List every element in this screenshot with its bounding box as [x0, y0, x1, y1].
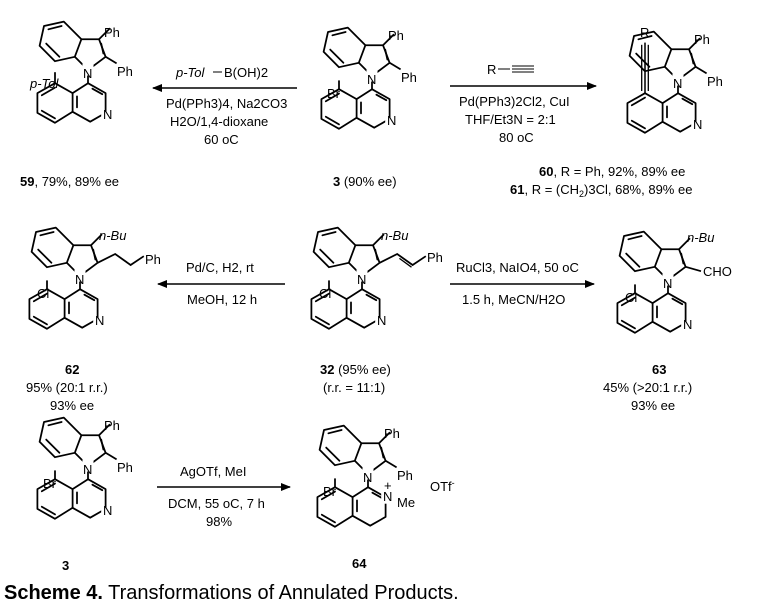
compound-3-top-label: 3 (90% ee)	[333, 174, 397, 189]
atom-Ph: Ph	[104, 25, 120, 40]
charge-plus: +	[384, 478, 392, 493]
svg-text:Pd(PPh3)4, Na2CO3: Pd(PPh3)4, Na2CO3	[166, 96, 287, 111]
atom-N-plus: N	[383, 489, 392, 504]
atom-Br: Br	[323, 484, 337, 499]
atom-Ph: Ph	[145, 252, 161, 267]
atom-Ph: Ph	[388, 28, 404, 43]
svg-text:p-Tol: p-Tol	[175, 65, 206, 80]
compound-62	[28, 226, 145, 330]
compound-60	[626, 30, 708, 134]
svg-text:H2O/1,4-dioxane: H2O/1,4-dioxane	[170, 114, 268, 129]
svg-text:AgOTf, MeI: AgOTf, MeI	[180, 464, 246, 479]
substituent-cho: CHO	[703, 264, 732, 279]
atom-N: N	[693, 117, 702, 132]
atom-N: N	[673, 76, 682, 91]
caption-text: Transformations of Annulated Products.	[108, 582, 459, 604]
atom-N: N	[683, 317, 692, 332]
svg-text:1.5 h, MeCN/H2O: 1.5 h, MeCN/H2O	[462, 292, 565, 307]
atom-Cl: Cl	[37, 286, 49, 301]
reaction-scheme: N N Ph Ph p-Tol p-Tol B(OH)2 Pd(PPh3)4, …	[20, 20, 732, 573]
atom-Br: Br	[43, 476, 57, 491]
compound-59-label: 59, 79%, 89% ee	[20, 174, 119, 189]
atom-N: N	[363, 470, 372, 485]
compound-63-ee: 93% ee	[631, 398, 675, 413]
conditions-60: R Pd(PPh3)2Cl2, CuI THF/Et3N = 2:1 80 oC	[459, 62, 570, 145]
substituent-n-bu: n-Bu	[687, 230, 714, 245]
atom-N: N	[377, 313, 386, 328]
scheme-caption: Scheme 4. Transformations of Annulated P…	[4, 582, 459, 605]
atom-Cl: Cl	[625, 290, 637, 305]
atom-N: N	[103, 503, 112, 518]
atom-N: N	[367, 72, 376, 87]
substituent-n-bu: n-Bu	[99, 228, 126, 243]
compound-63	[616, 230, 702, 334]
compound-3-bottom-label: 3	[62, 558, 69, 573]
svg-text:B(OH)2: B(OH)2	[224, 65, 268, 80]
compound-3-top	[320, 26, 402, 130]
svg-text:60 oC: 60 oC	[204, 132, 239, 147]
svg-text:Pd(PPh3)2Cl2, CuI: Pd(PPh3)2Cl2, CuI	[459, 94, 570, 109]
compound-62-ee: 93% ee	[50, 398, 94, 413]
compound-60-label: 60, R = Ph, 92%, 89% ee	[539, 164, 685, 179]
atom-Ph: Ph	[707, 74, 723, 89]
caption-label: Scheme 4.	[4, 582, 103, 604]
atom-Ph: Ph	[104, 418, 120, 433]
svg-text:R: R	[487, 62, 496, 77]
atom-Ph: Ph	[427, 250, 443, 265]
compound-32-label: 32 (95% ee)	[320, 362, 391, 377]
compound-32-rr: (r.r. = 11:1)	[323, 380, 385, 395]
counterion-otf: OTf-	[430, 478, 455, 494]
conditions-63: RuCl3, NaIO4, 50 oC 1.5 h, MeCN/H2O	[456, 260, 579, 307]
compound-3-bottom	[36, 416, 118, 520]
atom-N: N	[83, 462, 92, 477]
compound-63-yield: 45% (>20:1 r.r.)	[603, 380, 692, 395]
atom-Ph: Ph	[694, 32, 710, 47]
conditions-62: Pd/C, H2, rt MeOH, 12 h	[186, 260, 257, 307]
compound-32	[310, 226, 427, 330]
compound-62-label: 62	[65, 362, 79, 377]
atom-N: N	[95, 313, 104, 328]
atom-N: N	[83, 66, 92, 81]
compound-63-label: 63	[652, 362, 666, 377]
atom-Ph: Ph	[397, 468, 413, 483]
atom-N: N	[75, 272, 84, 287]
conditions-59: p-Tol B(OH)2 Pd(PPh3)4, Na2CO3 H2O/1,4-d…	[166, 65, 287, 147]
svg-text:80 oC: 80 oC	[499, 130, 534, 145]
svg-text:RuCl3, NaIO4, 50 oC: RuCl3, NaIO4, 50 oC	[456, 260, 579, 275]
compound-62-yield: 95% (20:1 r.r.)	[26, 380, 108, 395]
svg-text:THF/Et3N = 2:1: THF/Et3N = 2:1	[465, 112, 556, 127]
svg-text:98%: 98%	[206, 514, 232, 529]
substituent-n-bu: n-Bu	[381, 228, 408, 243]
atom-R: R	[640, 25, 649, 40]
svg-text:MeOH, 12 h: MeOH, 12 h	[187, 292, 257, 307]
atom-Cl: Cl	[319, 286, 331, 301]
conditions-64: AgOTf, MeI DCM, 55 oC, 7 h 98%	[168, 464, 265, 529]
substituent-methyl: Me	[397, 495, 415, 510]
atom-Ph: Ph	[384, 426, 400, 441]
compound-61-label: 61, R = (CH2)3Cl, 68%, 89% ee	[510, 182, 692, 199]
compound-64-label: 64	[352, 556, 367, 571]
atom-Ph: Ph	[401, 70, 417, 85]
atom-Br: Br	[327, 86, 341, 101]
atom-N: N	[103, 107, 112, 122]
svg-text:Pd/C, H2, rt: Pd/C, H2, rt	[186, 260, 254, 275]
atom-N: N	[387, 113, 396, 128]
svg-text:DCM, 55 oC, 7 h: DCM, 55 oC, 7 h	[168, 496, 265, 511]
compound-59	[36, 20, 118, 124]
compound-64	[316, 424, 398, 528]
atom-Ph: Ph	[117, 460, 133, 475]
substituent-p-tol: p-Tol	[29, 76, 60, 91]
atom-Ph: Ph	[117, 64, 133, 79]
atom-N: N	[357, 272, 366, 287]
atom-N: N	[663, 276, 672, 291]
